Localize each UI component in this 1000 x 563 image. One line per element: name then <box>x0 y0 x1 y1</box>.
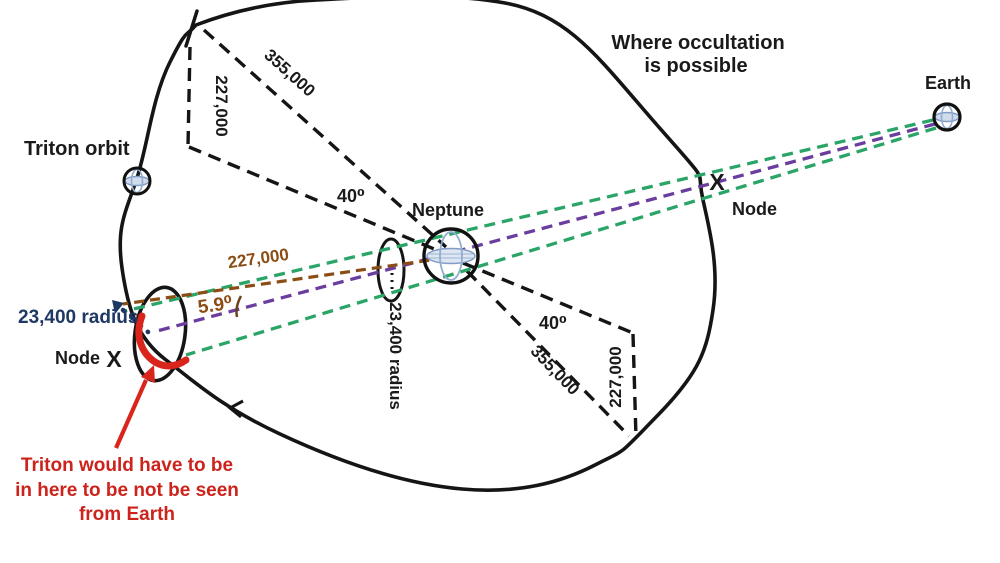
hidden-zone-red-arc <box>135 312 190 370</box>
node-left-x-mark: X <box>106 346 122 372</box>
annotation-line1: Triton would have to be <box>21 455 233 476</box>
earth-label: Earth <box>925 73 971 93</box>
neptune-node-distance-line-brown <box>122 256 446 306</box>
radius-arrowhead <box>112 300 124 314</box>
left-355k-dashed-line <box>202 28 448 249</box>
annotation-arrowhead <box>141 365 155 383</box>
distance-227k-right-label: 227,000 <box>606 346 625 407</box>
occultation-label-line1: Where occultation <box>611 32 784 54</box>
triton-orbit-curve <box>118 0 717 492</box>
node-right-x-mark: X <box>709 169 725 195</box>
triton-globe-icon <box>122 166 152 196</box>
node-right-label: Node <box>732 199 777 219</box>
sight-line-lower-green <box>185 126 937 357</box>
neptune-label: Neptune <box>412 200 484 220</box>
distance-227k-node-label: 227,000 <box>226 245 289 272</box>
distance-355k-left-label: 355,000 <box>260 45 318 100</box>
angle-5-9-label: 5.9⁰ <box>197 293 234 319</box>
right-40deg-dashed-line <box>462 261 634 335</box>
angle-40-left-label: 40⁰ <box>337 186 365 206</box>
distance-227k-left-label: 227,000 <box>212 75 231 136</box>
right-227k-vertical-dashed-line <box>631 333 638 439</box>
radius-left-label: 23,400 radius <box>18 307 138 328</box>
earth-globe-icon <box>932 102 962 132</box>
left-227k-vertical-dashed-line <box>186 46 192 147</box>
orbit-direction-tick <box>227 399 244 419</box>
angle-5-9-tick <box>235 295 243 318</box>
distance-355k-right-label: 355,000 <box>527 341 583 398</box>
earth-neptune-node-line-purple <box>156 122 936 333</box>
left-40deg-dashed-line <box>188 145 440 253</box>
neptune-globe-icon <box>422 227 480 285</box>
annotation-line3: from Earth <box>79 504 175 525</box>
orbit-top-tick <box>184 9 199 48</box>
radius-middle-label: 23,400 radius <box>386 302 405 410</box>
radius-ellipse-middle <box>376 237 406 303</box>
occultation-label-line2: is possible <box>644 55 747 77</box>
right-355k-dashed-line <box>465 269 631 438</box>
annotation-arrow-shaft <box>114 379 148 449</box>
sight-line-upper-green <box>124 118 934 313</box>
node-left-label: Node <box>55 348 100 368</box>
triton-orbit-label: Triton orbit <box>24 138 130 160</box>
angle-40-right-label: 40⁰ <box>539 313 567 333</box>
annotation-line2: in here to be not be seen <box>15 480 239 501</box>
